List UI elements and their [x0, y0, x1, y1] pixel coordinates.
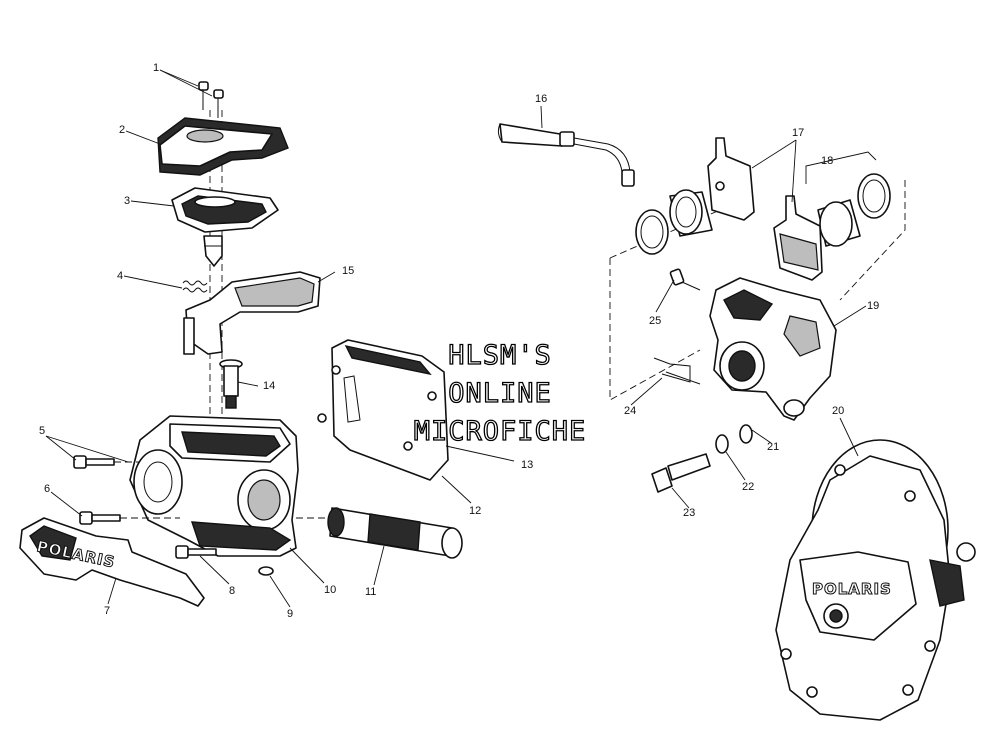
- polaris-logo: POLARIS: [812, 580, 892, 598]
- watermark-line-3: MICROFICHE: [414, 416, 587, 447]
- part-sleeve: [296, 507, 463, 559]
- part-clip: [258, 566, 274, 576]
- part-washer-21: [739, 424, 753, 444]
- callout-15: 15: [342, 265, 354, 277]
- callout-9: 9: [287, 608, 293, 620]
- callout-19: 19: [867, 300, 879, 312]
- callout-17: 17: [792, 127, 804, 139]
- callout-5: 5: [39, 425, 45, 437]
- callout-22: 22: [742, 481, 754, 493]
- callout-1: 1: [153, 62, 159, 74]
- caliper-assembly: POLARIS: [497, 123, 976, 721]
- part-o-ring-left: [635, 209, 669, 255]
- callout-8: 8: [229, 585, 235, 597]
- part-brake-lever: POLARIS: [19, 517, 205, 607]
- callout-25: 25: [649, 315, 661, 327]
- master-cylinder-assembly: POLARIS: [19, 81, 463, 607]
- callout-6: 6: [44, 483, 50, 495]
- leader-lines: [45, 69, 877, 608]
- callout-3: 3: [124, 195, 130, 207]
- part-caliper: [709, 277, 837, 421]
- callout-12: 12: [469, 505, 481, 517]
- part-housing: [129, 415, 299, 557]
- callout-7: 7: [104, 605, 110, 617]
- callout-2: 2: [119, 124, 125, 136]
- callout-23: 23: [683, 507, 695, 519]
- callout-14: 14: [263, 380, 275, 392]
- callout-18: 18: [821, 155, 833, 167]
- callout-13: 13: [521, 459, 533, 471]
- part-piston-right: [817, 173, 891, 247]
- callout-4: 4: [117, 270, 123, 282]
- part-chaincase-cover: POLARIS: [775, 439, 976, 721]
- part-spring-clip: [653, 357, 701, 385]
- part-throttle-lever: [183, 271, 321, 355]
- part-bolt-5: [73, 455, 140, 469]
- part-piston-left: [669, 189, 713, 237]
- part-cover-plate: [317, 339, 449, 481]
- part-bolt-8: [175, 545, 217, 559]
- part-reservoir-cover: [157, 117, 289, 176]
- callout-20: 20: [832, 405, 844, 417]
- watermark: HLSM'S ONLINE MICROFICHE: [413, 339, 587, 447]
- callout-10: 10: [324, 584, 336, 596]
- watermark-line-1: HLSM'S: [448, 340, 552, 371]
- callout-labels: 1 2 3 4 5 6 7 8 9 10 11 12 13 14 15 16 1…: [39, 62, 879, 620]
- part-brake-line: [497, 123, 635, 187]
- part-washer-22: [715, 434, 729, 454]
- part-spring: [182, 280, 208, 293]
- part-bleeder: [669, 268, 701, 291]
- part-pin: [219, 359, 243, 409]
- watermark-line-2: ONLINE: [448, 378, 552, 409]
- part-bolt-6: [79, 511, 180, 525]
- part-brake-pads: [707, 137, 823, 281]
- part-diaphragm: [171, 187, 279, 233]
- part-plunger: [203, 235, 223, 267]
- part-screws: [198, 81, 224, 118]
- callout-24: 24: [624, 405, 636, 417]
- part-bolt-23: [651, 453, 711, 493]
- callout-16: 16: [535, 93, 547, 105]
- callout-21: 21: [767, 441, 779, 453]
- callout-11: 11: [365, 586, 376, 598]
